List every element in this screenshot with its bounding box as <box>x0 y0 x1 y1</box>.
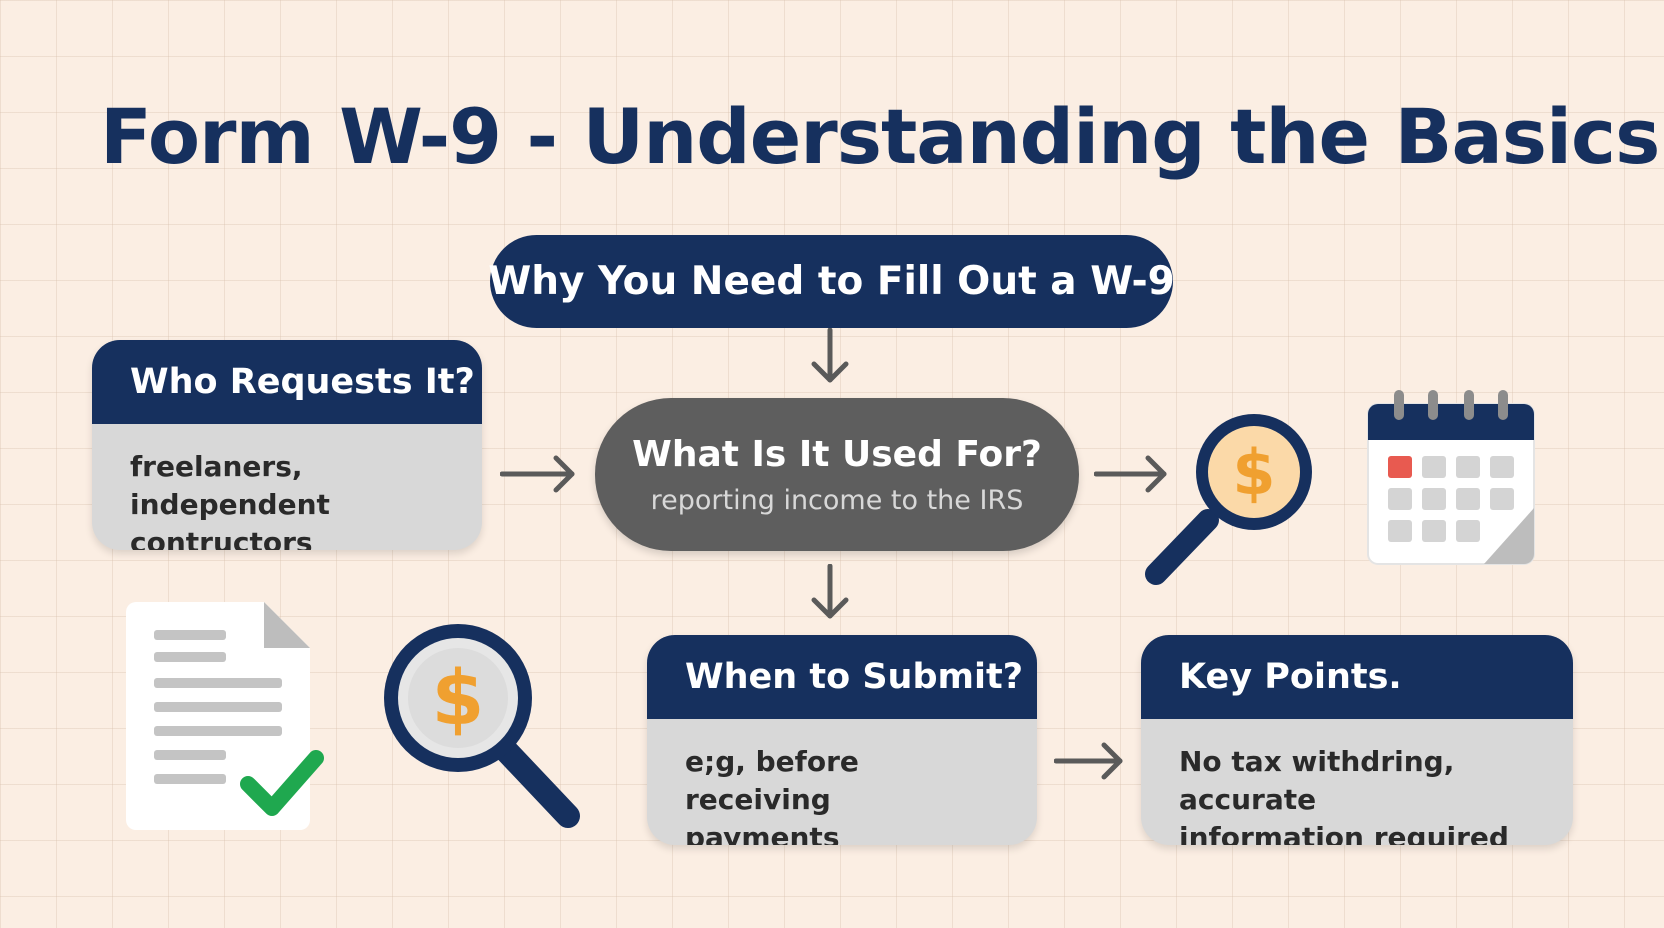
key-points-body: No tax withdring, accurate information r… <box>1141 719 1573 845</box>
used-for-pill: What Is It Used For? reporting income to… <box>595 398 1079 551</box>
when-submit-heading: When to Submit? <box>647 635 1037 719</box>
calendar-icon <box>1367 390 1535 565</box>
when-submit-card: When to Submit? e;g, before receiving pa… <box>647 635 1037 845</box>
arrow-right-3 <box>1054 742 1123 780</box>
dollar-sign-left: $ <box>432 653 485 742</box>
why-fill-out-label: Why You Need to Fill Out a W-9 <box>488 259 1175 304</box>
dollar-sign-right: $ <box>1232 436 1275 509</box>
who-requests-line-2: contructors <box>130 526 313 550</box>
why-fill-out-pill: Why You Need to Fill Out a W-9 <box>488 235 1175 328</box>
document-check-icon <box>126 602 324 830</box>
key-points-card: Key Points. No tax withdring, accurate i… <box>1141 635 1573 845</box>
key-points-heading: Key Points. <box>1141 635 1573 719</box>
who-requests-heading: Who Requests It? <box>92 340 482 424</box>
when-submit-body: e;g, before receiving payments <box>647 719 1037 845</box>
arrow-down-1 <box>811 328 849 383</box>
arrow-right-1 <box>500 455 575 493</box>
who-requests-line-1: freelaners, independent <box>130 450 330 521</box>
arrow-right-2 <box>1094 455 1167 493</box>
key-points-line-1: No tax withdring, accurate <box>1179 745 1455 816</box>
dollar-magnifier-icon: $ <box>1145 414 1312 585</box>
page-title: Form W-9 - Understanding the Basics <box>100 92 1660 181</box>
when-submit-line-1: e;g, before receiving <box>685 745 859 816</box>
who-requests-body: freelaners, independent contructors <box>92 424 482 550</box>
who-requests-card: Who Requests It? freelaners, independent… <box>92 340 482 550</box>
key-points-line-2: information required <box>1179 821 1509 845</box>
used-for-heading: What Is It Used For? <box>632 433 1042 475</box>
dollar-magnifier-icon: $ <box>384 624 580 828</box>
used-for-subtitle: reporting income to the IRS <box>650 484 1024 516</box>
when-submit-line-2: payments <box>685 821 840 845</box>
arrow-down-2 <box>811 564 849 619</box>
